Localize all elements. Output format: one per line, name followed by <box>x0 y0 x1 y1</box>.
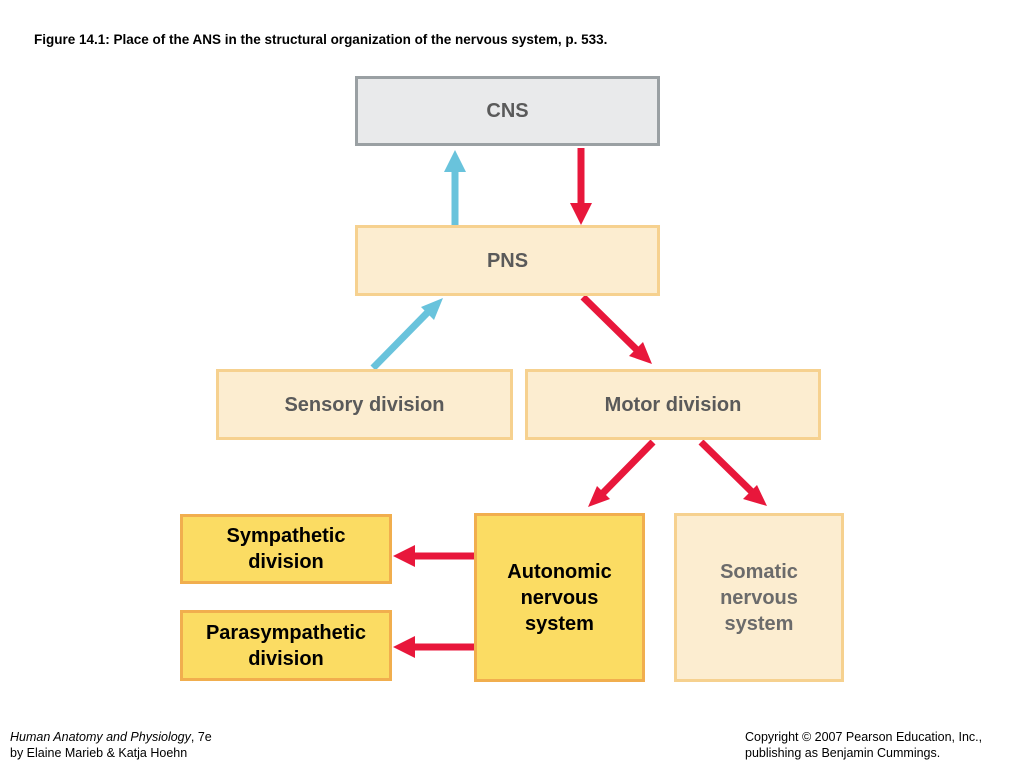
book-title-line: Human Anatomy and Physiology, 7e <box>10 729 212 745</box>
publisher-text: publishing as Benjamin Cummings. <box>745 746 941 760</box>
sympathetic-division-box: Sympathetic division <box>180 514 392 584</box>
book-authors: by Elaine Marieb & Katja Hoehn <box>10 746 188 760</box>
arrow-autonomic-to-sympathetic <box>393 545 474 567</box>
arrow-autonomic-to-parasympathetic <box>393 636 474 658</box>
copyright-text: Copyright © 2007 Pearson Education, Inc.… <box>745 730 983 744</box>
arrow-pns-to-cns <box>444 150 466 225</box>
copyright-credit: Copyright © 2007 Pearson Education, Inc.… <box>745 729 982 761</box>
somatic-nervous-system-box: Somatic nervous system <box>674 513 844 682</box>
book-credit: Human Anatomy and Physiology, 7e by Elai… <box>10 729 212 761</box>
somatic-nervous-system-label: Somatic nervous system <box>720 560 798 635</box>
arrow-cns-to-pns <box>570 148 592 225</box>
book-title: Human Anatomy and Physiology <box>10 730 191 744</box>
sensory-division-label: Sensory division <box>284 393 445 416</box>
arrow-sensory-to-pns <box>370 298 443 371</box>
parasympathetic-division-label: Parasympathetic division <box>205 621 367 670</box>
arrow-motor-to-autonomic <box>588 439 656 507</box>
autonomic-nervous-system-box: Autonomic nervous system <box>474 513 645 682</box>
sympathetic-division-label: Sympathetic division <box>226 525 346 573</box>
sensory-division-box: Sensory division <box>216 369 513 440</box>
motor-division-box: Motor division <box>525 369 821 440</box>
arrow-motor-to-somatic <box>698 439 767 506</box>
book-edition: , 7e <box>190 730 212 744</box>
pns-box: PNS <box>355 225 660 296</box>
pns-label: PNS <box>486 249 529 272</box>
motor-division-label: Motor division <box>604 393 742 416</box>
figure-caption: Figure 14.1: Place of the ANS in the str… <box>34 32 608 47</box>
cns-label: CNS <box>486 100 529 122</box>
parasympathetic-division-box: Parasympathetic division <box>180 610 392 681</box>
arrow-pns-to-motor <box>580 294 652 364</box>
cns-box: CNS <box>355 76 660 146</box>
autonomic-nervous-system-label: Autonomic nervous system <box>507 560 612 635</box>
